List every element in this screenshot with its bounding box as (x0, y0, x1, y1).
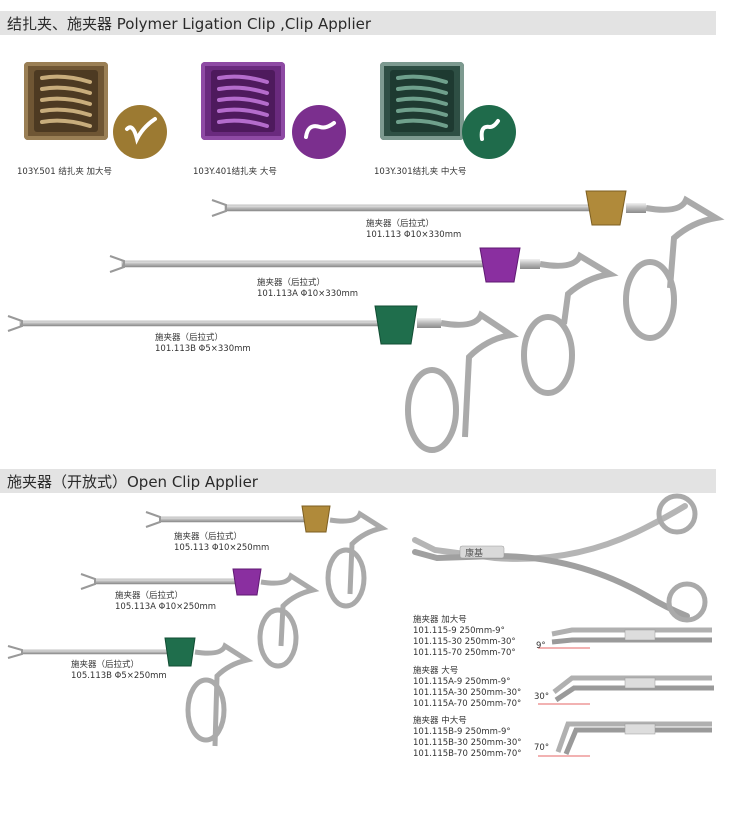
short-appliers-illustration (7, 505, 389, 747)
jaw-detail-70 (538, 721, 712, 757)
clip-cartridge-gold (24, 62, 108, 140)
clip-cartridge-green (380, 62, 464, 140)
clip-label: 103Y.401结扎夹 大号 (193, 167, 277, 177)
angle-label: 30° (534, 692, 550, 702)
clip-label: 103Y.301结扎夹 中大号 (374, 167, 467, 177)
applier-label: 施夹器（后拉式）101.113 Φ10×330mm (366, 219, 462, 240)
angle-label: 70° (534, 743, 550, 753)
clip-cartridge-illustration (390, 70, 454, 132)
applier-101-113a (109, 247, 619, 396)
applier-105-113a (80, 568, 320, 669)
open-applier-illustration: 康基 (412, 493, 708, 623)
laparoscopic-appliers-illustration (7, 190, 725, 453)
clip-sample-gold (113, 105, 167, 159)
brand-mark: 康基 (465, 547, 483, 558)
applier-label: 施夹器（后拉式）105.113A Φ10×250mm (115, 591, 217, 612)
applier-105-113 (145, 505, 389, 609)
clip-icon (304, 121, 336, 139)
spec-group: 施夹器 大号 101.115A-9 250mm-9° 101.115A-30 2… (413, 666, 522, 709)
spec-group: 施夹器 中大号 101.115B-9 250mm-9° 101.115B-30 … (413, 716, 522, 759)
clip-label: 103Y.501 结扎夹 加大号 (17, 167, 113, 177)
applier-label: 施夹器（后拉式）105.113 Φ10×250mm (174, 532, 270, 553)
applier-label: 施夹器（后拉式）101.113B Φ5×330mm (155, 333, 251, 354)
applier-101-113 (211, 190, 725, 341)
applier-105-113b (7, 637, 254, 747)
jaw-detail-30 (538, 675, 714, 705)
clip-cartridge-illustration (34, 70, 98, 132)
section-header-open: 施夹器（开放式）Open Clip Applier (0, 469, 716, 493)
applier-label: 施夹器（后拉式）101.113A Φ10×330mm (257, 278, 359, 299)
clip-icon (479, 119, 500, 141)
clip-cartridge-purple (201, 62, 285, 140)
applier-101-113b (7, 305, 519, 453)
jaw-detail-9 (538, 627, 712, 649)
section-title: 结扎夹、施夹器 Polymer Ligation Clip ,Clip Appl… (7, 15, 372, 33)
angle-label: 9° (536, 641, 546, 651)
clip-icon (125, 117, 157, 145)
clip-cartridge-illustration (211, 70, 275, 132)
spec-group: 施夹器 加大号 101.115-9 250mm-9° 101.115-30 25… (413, 615, 516, 658)
jaw-angle-details (538, 627, 714, 757)
clip-sample-green (462, 105, 516, 159)
clip-sample-purple (292, 105, 346, 159)
section-header-polymer: 结扎夹、施夹器 Polymer Ligation Clip ,Clip Appl… (0, 11, 716, 35)
applier-label: 施夹器（后拉式）105.113B Φ5×250mm (71, 660, 167, 681)
section-title: 施夹器（开放式）Open Clip Applier (7, 473, 258, 491)
